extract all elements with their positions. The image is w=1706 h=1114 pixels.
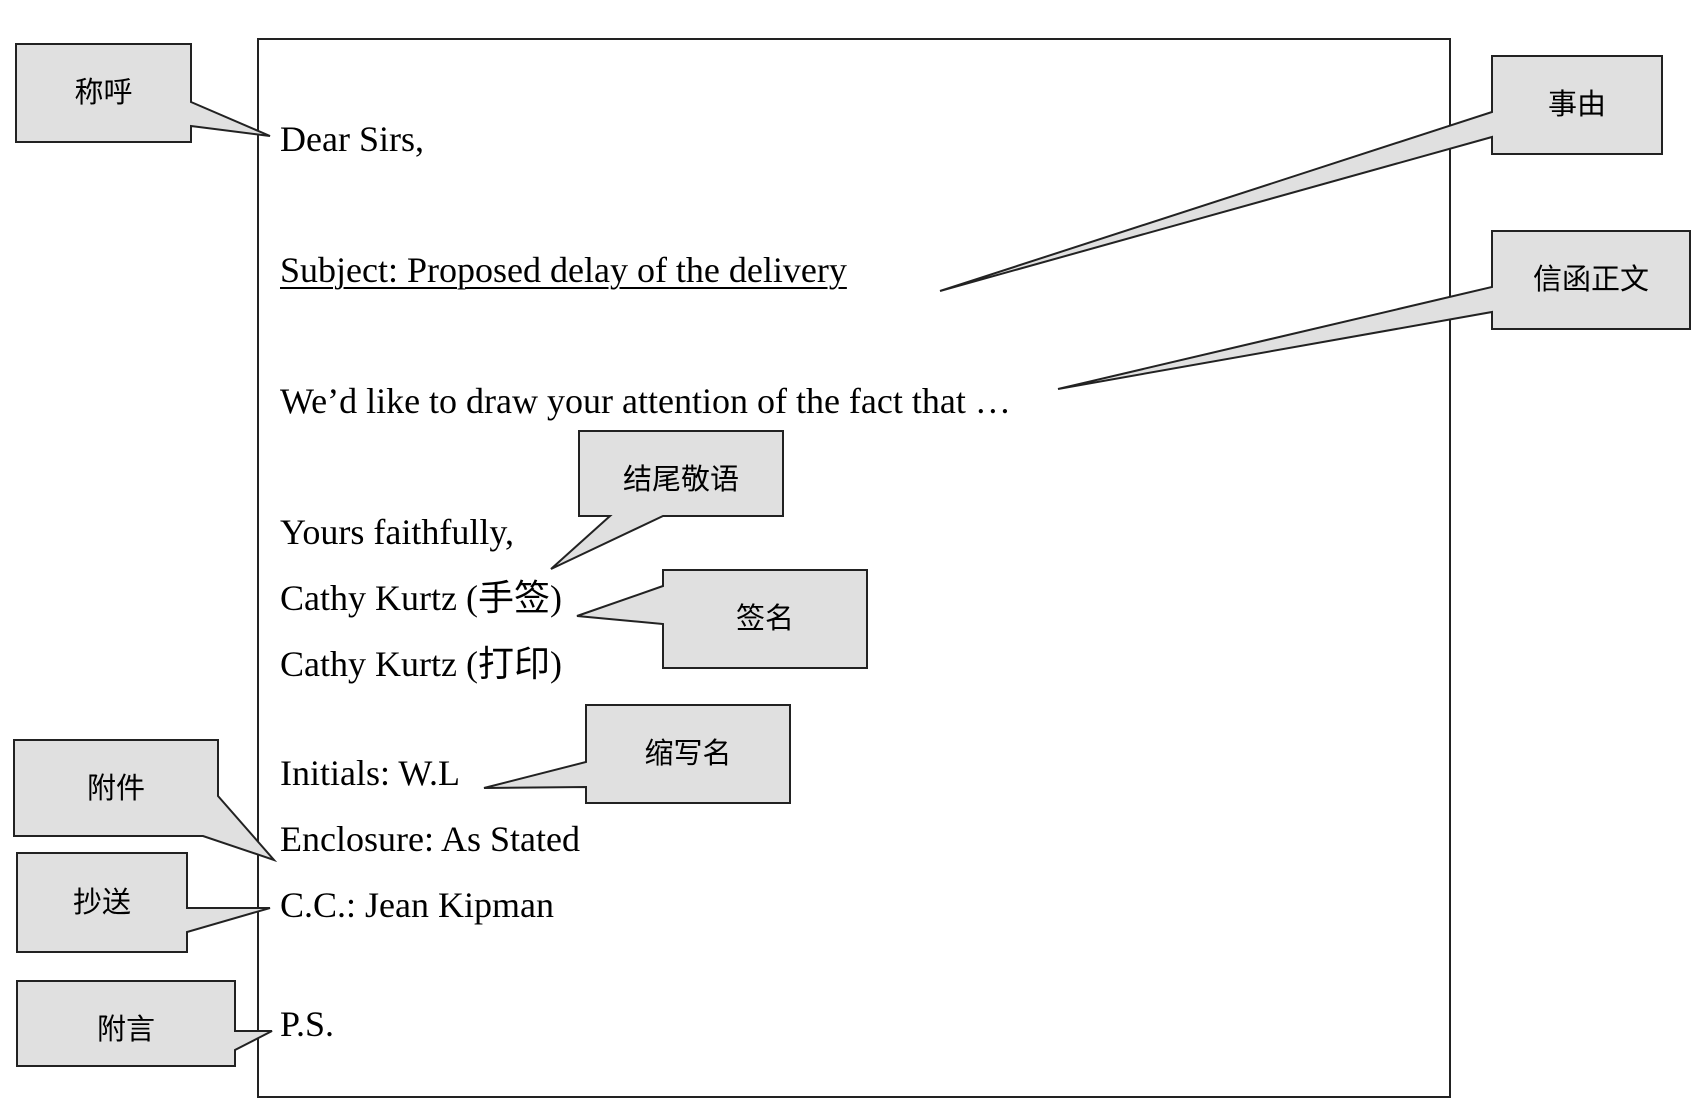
body-line: We’d like to draw your attention of the … [280, 381, 1011, 421]
callout-label-initials: 缩写名 [644, 736, 732, 770]
callout-closing [550, 430, 784, 570]
callout-salutation [15, 43, 271, 143]
signature-typed-line: Cathy Kurtz (打印) [280, 644, 562, 684]
callout-initials [483, 704, 791, 804]
callout-label-cc: 抄送 [72, 885, 131, 919]
callout-subject [939, 55, 1663, 292]
callout-label-salutation: 称呼 [74, 75, 133, 109]
signature-handwritten-line: Cathy Kurtz (手签) [280, 578, 562, 618]
callout-label-enclosure: 附件 [86, 771, 145, 805]
cc-line: C.C.: Jean Kipman [280, 885, 554, 925]
callout-label-subject: 事由 [1547, 87, 1606, 121]
callout-label-closing: 结尾敬语 [622, 462, 739, 496]
callout-signature [576, 569, 868, 669]
subject-line: Subject: Proposed delay of the delivery [280, 250, 847, 290]
callout-body [1057, 230, 1691, 390]
callout-cc [16, 852, 271, 953]
initials-line: Initials: W.L [280, 753, 460, 793]
callout-label-body: 信函正文 [1532, 262, 1649, 296]
callout-label-signature: 签名 [735, 601, 794, 635]
salutation-line: Dear Sirs, [280, 119, 424, 159]
callout-ps [16, 980, 273, 1067]
callout-label-ps: 附言 [96, 1012, 155, 1046]
ps-line: P.S. [280, 1004, 335, 1044]
callout-enclosure [13, 739, 278, 863]
enclosure-line: Enclosure: As Stated [280, 819, 580, 859]
letter-page-frame [257, 38, 1451, 1098]
closing-line: Yours faithfully, [280, 512, 515, 552]
